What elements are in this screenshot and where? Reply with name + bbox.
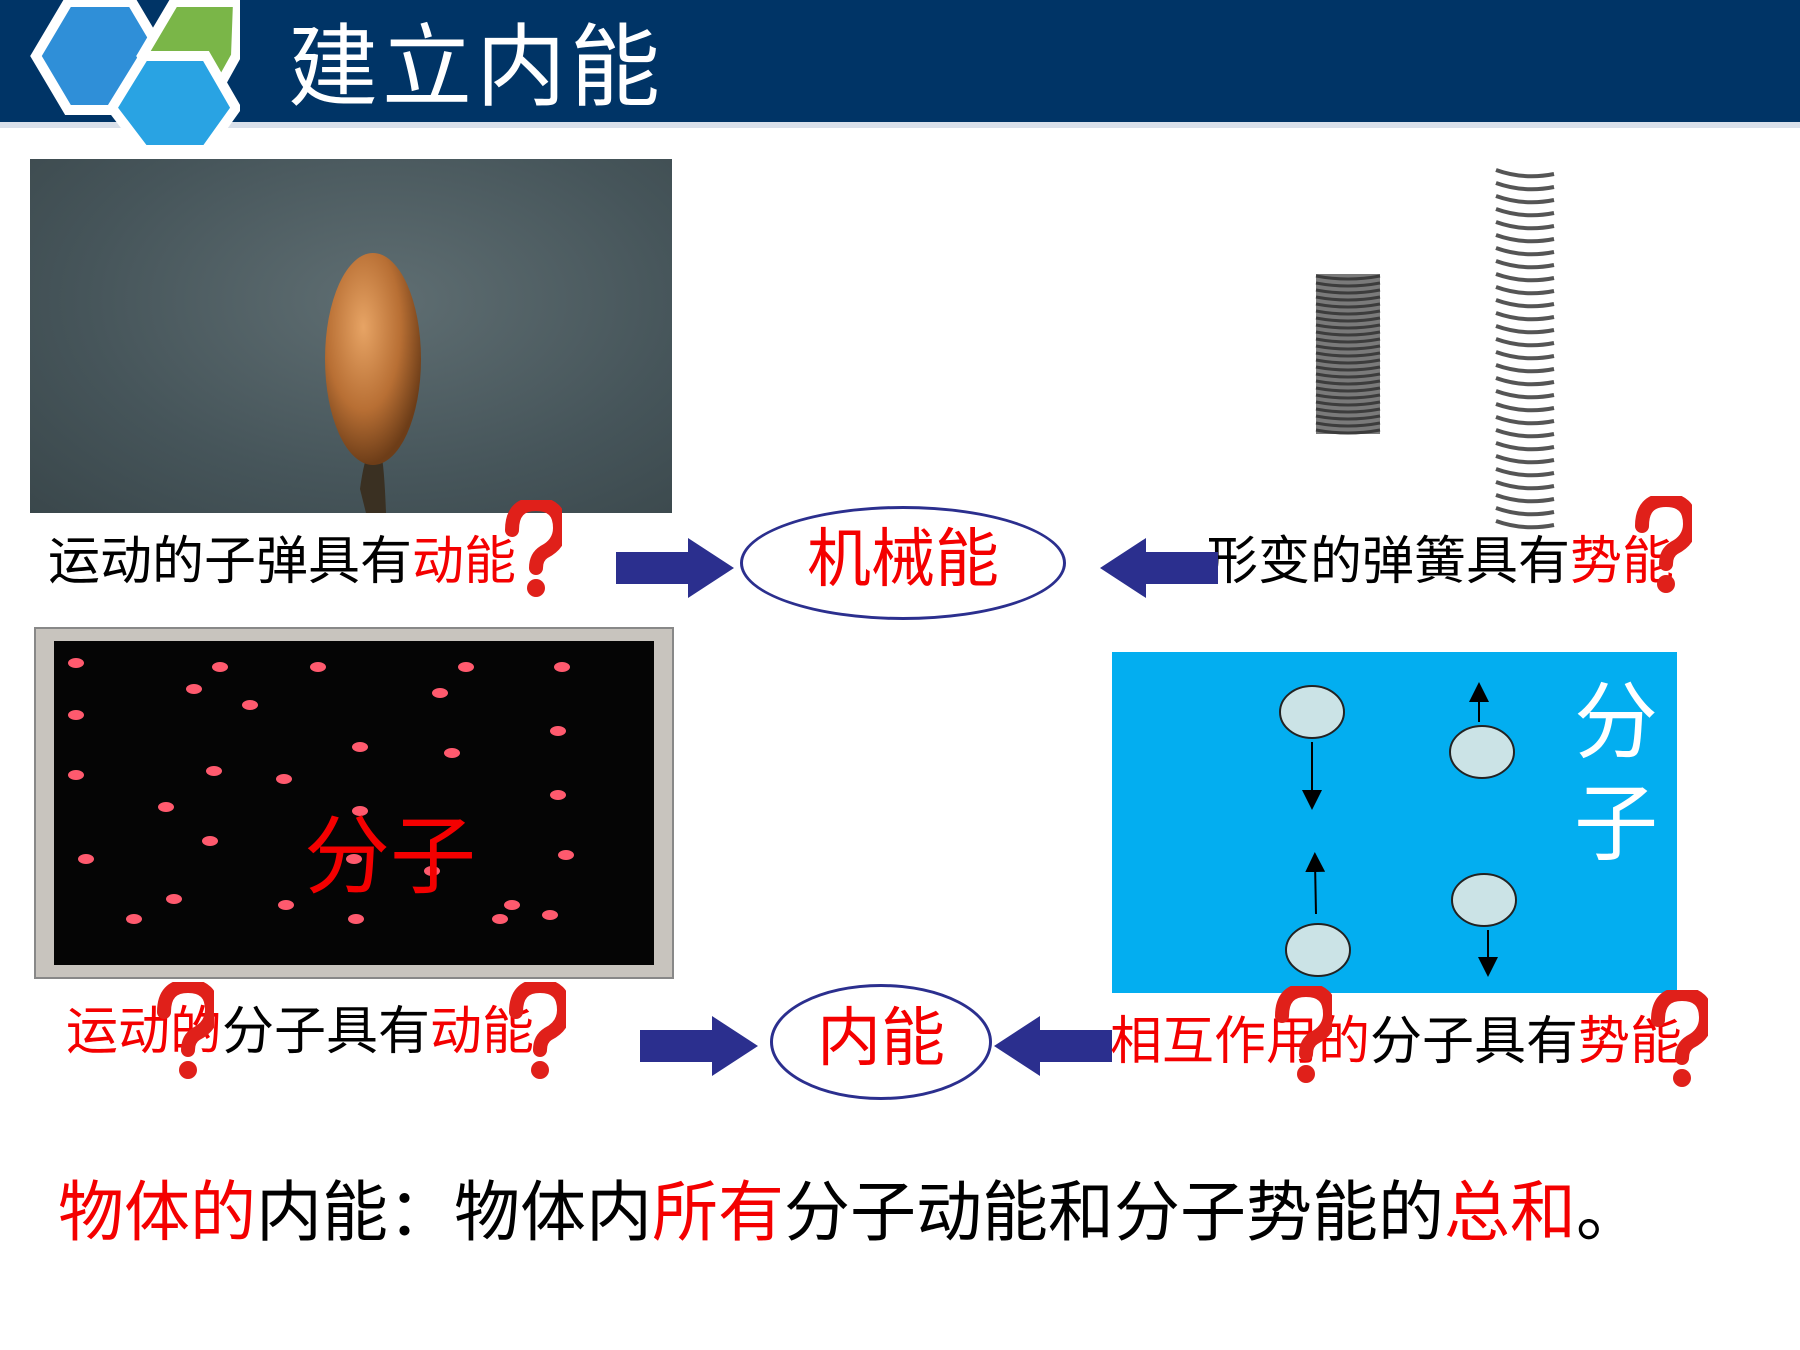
- panel-label-fen: 分: [1574, 673, 1659, 771]
- header-bar: [0, 0, 1800, 122]
- spring-image: [1315, 168, 1555, 530]
- molecule-dot: [202, 836, 218, 846]
- molecule-dot: [158, 802, 174, 812]
- molecule-dot: [166, 894, 182, 904]
- molecule-field: [54, 641, 654, 965]
- mechanical-energy-oval: [740, 506, 1066, 620]
- molecule-dot: [212, 662, 228, 672]
- molecule-dot: [310, 662, 326, 672]
- molecule-dot: [276, 774, 292, 784]
- molecule-interaction-panel: 分 子: [1112, 652, 1677, 993]
- molecule-dot: [186, 684, 202, 694]
- molecule-dot: [352, 806, 368, 816]
- molecule-dot: [432, 688, 448, 698]
- molecule-label: 分子: [304, 807, 476, 907]
- molecule-dot: [206, 766, 222, 776]
- internal-energy-oval: [770, 984, 992, 1100]
- hexagon-logo-icon: [30, 0, 240, 150]
- internal-energy-label: 内能: [817, 1002, 945, 1076]
- molecule-dot: [444, 748, 460, 758]
- question-mark-icon: [157, 982, 214, 1079]
- question-mark-icon: [1275, 986, 1332, 1083]
- molecule-dot: [550, 726, 566, 736]
- deformed-spring-text: 形变的弹簧具有势能: [1206, 532, 1675, 592]
- question-mark-icon: [509, 982, 566, 1079]
- bullet-photo: [30, 159, 672, 513]
- right-arrow-icon: [640, 1016, 758, 1076]
- molecule-dot: [78, 854, 94, 864]
- mechanical-energy-label: 机械能: [807, 523, 999, 597]
- molecule-dot: [242, 700, 258, 710]
- compressed-spring: [1315, 274, 1381, 435]
- moving-bullet-text: 运动的子弹具有动能: [48, 532, 517, 592]
- molecule-dot: [542, 910, 558, 920]
- panel-label-zi: 子: [1574, 775, 1659, 873]
- moving-molecules-text: 运动的分子具有动能: [66, 1002, 535, 1062]
- bullet-image: [325, 253, 421, 513]
- molecule-dot: [126, 914, 142, 924]
- molecule-dot: [346, 854, 362, 864]
- molecule-motion-photo: 分子: [34, 627, 674, 979]
- question-mark-icon: [1651, 990, 1708, 1087]
- right-arrow-icon: [616, 538, 734, 598]
- molecule-dot: [424, 866, 440, 876]
- molecule-dot: [68, 710, 84, 720]
- interacting-molecules-text: 相互作用的分子具有势能: [1110, 1012, 1683, 1072]
- left-arrow-icon: [1100, 538, 1218, 598]
- molecule-dot: [558, 850, 574, 860]
- molecule-dot: [554, 662, 570, 672]
- molecule-dot: [550, 790, 566, 800]
- header-divider: [0, 122, 1800, 128]
- extended-spring: [1495, 168, 1555, 530]
- molecule-dot: [68, 658, 84, 668]
- molecule-dot: [68, 770, 84, 780]
- molecule-dot: [348, 914, 364, 924]
- left-arrow-icon: [994, 1016, 1112, 1076]
- molecule-interaction-diagram: [1279, 682, 1517, 977]
- molecule-dot: [458, 662, 474, 672]
- question-mark-icon: [505, 500, 562, 597]
- molecule-dot: [504, 900, 520, 910]
- page-title: 建立内能: [288, 15, 664, 120]
- question-mark-icon: [1635, 496, 1692, 593]
- molecule-dot: [352, 742, 368, 752]
- molecule-dot: [278, 900, 294, 910]
- internal-energy-definition: 物体的内能：物体内所有分子动能和分子势能的总和。: [58, 1174, 1642, 1251]
- molecule-dots: [68, 658, 574, 924]
- molecule-dot: [492, 914, 508, 924]
